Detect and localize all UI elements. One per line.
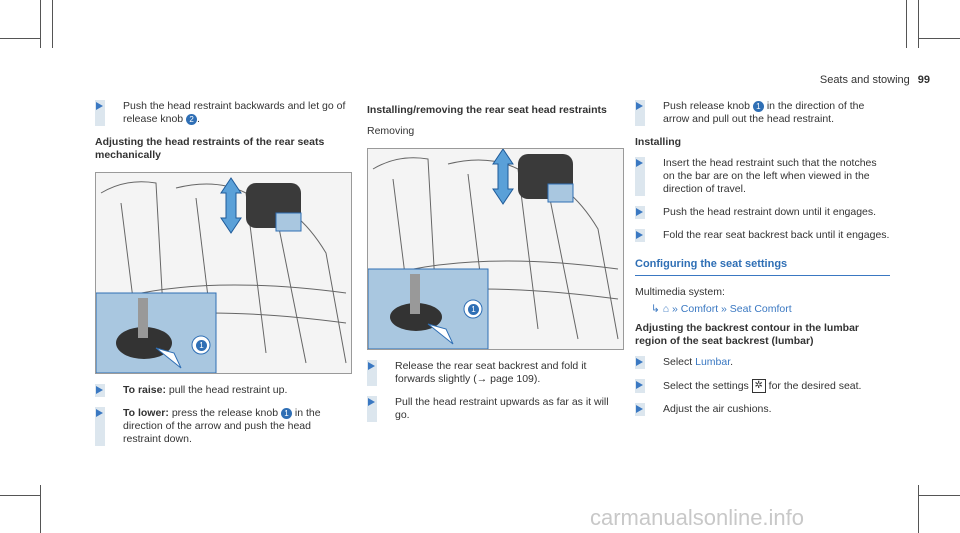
step: Push the head restraint backwards and le… xyxy=(95,100,350,126)
menu-item-seat-comfort: Seat Comfort xyxy=(729,303,792,315)
menu-item-comfort: Comfort xyxy=(680,303,719,315)
arrow-icon xyxy=(96,409,103,417)
step: To raise: pull the head restraint up. xyxy=(95,384,350,397)
subheading: Installing xyxy=(635,136,682,148)
section-title: Seats and stowing xyxy=(819,74,910,86)
arrow-icon xyxy=(636,358,643,366)
crop-mark xyxy=(40,0,41,48)
head-restraint-illustration: 1 xyxy=(95,172,352,374)
arrow-icon xyxy=(368,362,375,370)
section-heading: Adjusting the head restraints of the rea… xyxy=(95,136,325,161)
arrow-icon xyxy=(96,102,103,110)
lumbar-link: Lumbar xyxy=(695,356,731,368)
page-number: 99 xyxy=(917,74,930,86)
column-1: Push the head restraint backwards and le… xyxy=(95,100,352,456)
crop-mark xyxy=(918,485,919,533)
menu-path: ↳ ⌂ » Comfort » Seat Comfort xyxy=(651,303,890,316)
column-2: Installing/removing the rear seat head r… xyxy=(367,100,624,432)
callout-badge: 2 xyxy=(186,113,198,125)
step: Adjust the air cushions. xyxy=(635,403,890,416)
subheading: Removing xyxy=(367,125,415,137)
arrow-icon xyxy=(636,159,643,167)
step: Push release knob 1 in the direction of … xyxy=(635,100,890,126)
multimedia-label: Multimedia system: xyxy=(635,286,725,298)
section-title: Configuring the seat settings xyxy=(635,258,890,276)
crop-mark xyxy=(906,0,907,48)
head-restraint-removal-illustration: 1 xyxy=(367,148,624,350)
crop-mark xyxy=(0,38,40,39)
chevron-right-icon: » xyxy=(672,303,678,315)
step: To lower: press the release knob 1 in th… xyxy=(95,407,350,446)
crop-mark xyxy=(918,38,960,39)
section-heading: Installing/removing the rear seat head r… xyxy=(367,104,607,116)
section-heading: Adjusting the backrest contour in the lu… xyxy=(635,322,860,347)
arrow-icon xyxy=(96,386,103,394)
watermark: carmanualsonline.info xyxy=(590,505,805,530)
crop-mark xyxy=(0,495,40,496)
step: Select Lumbar. xyxy=(635,356,890,369)
crop-mark xyxy=(918,495,960,496)
arrow-icon xyxy=(636,405,643,413)
arrow-icon xyxy=(636,208,643,216)
crop-mark xyxy=(40,485,41,533)
settings-gear-icon: ✲ xyxy=(751,379,766,393)
home-icon: ⌂ xyxy=(662,303,670,315)
step: Insert the head restraint such that the … xyxy=(635,157,890,196)
step: Push the head restraint down until it en… xyxy=(635,206,890,219)
arrow-icon xyxy=(636,231,643,239)
figure-callout: 1 xyxy=(196,340,207,351)
arrow-icon xyxy=(636,102,643,110)
crop-mark xyxy=(52,0,53,48)
return-arrow-icon: ↳ xyxy=(651,303,660,315)
arrow-icon xyxy=(368,398,375,406)
figure-callout: 1 xyxy=(468,304,479,315)
chevron-right-icon: » xyxy=(721,303,727,315)
step: Pull the head restraint upwards as far a… xyxy=(367,396,622,422)
callout-badge: 1 xyxy=(280,407,292,419)
running-header: Seats and stowing 99 xyxy=(820,74,930,86)
step: Fold the rear seat backrest back until i… xyxy=(635,229,890,242)
crop-mark xyxy=(918,0,919,48)
step: Release the rear seat backrest and fold … xyxy=(367,360,622,386)
callout-badge: 1 xyxy=(752,100,764,112)
step: Select the settings ✲ for the desired se… xyxy=(635,379,890,393)
column-3: Push release knob 1 in the direction of … xyxy=(635,100,890,426)
arrow-icon xyxy=(636,381,643,389)
